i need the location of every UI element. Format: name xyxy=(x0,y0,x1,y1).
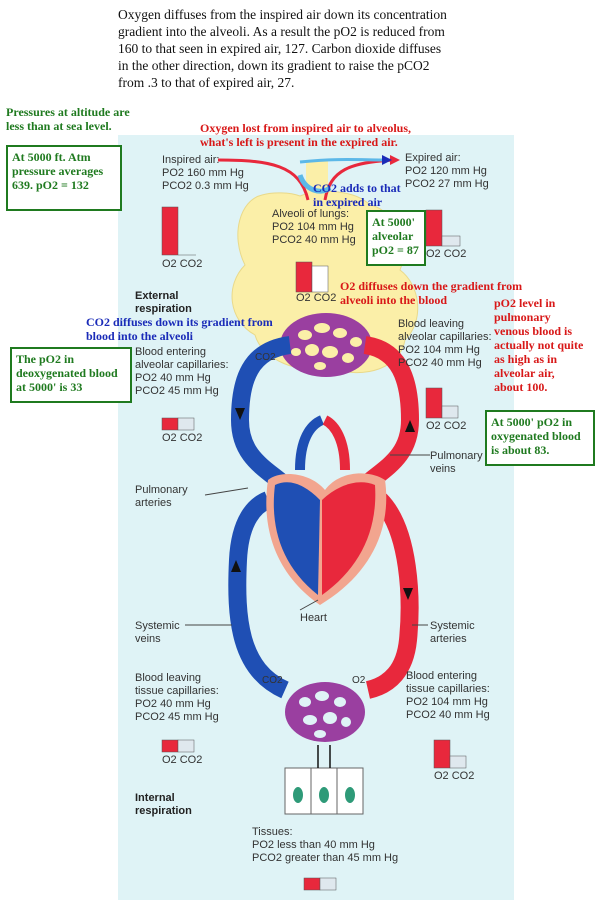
inspired-air-arrow xyxy=(217,158,310,201)
oxygen-lost-note: Oxygen lost from inspired air to alveolu… xyxy=(200,121,412,149)
systemic-veins-label: Systemic veins xyxy=(135,620,180,645)
vessel-co2-label: CO2 xyxy=(255,352,276,363)
bar-label: O2 CO2 xyxy=(434,770,475,782)
blue-arrowhead xyxy=(382,155,392,165)
flow-arrow xyxy=(405,420,415,432)
systemic-arteries-label: Systemic arteries xyxy=(430,620,475,645)
intro-line: gradient into the alveoli. As a result t… xyxy=(118,24,445,39)
alveoli-label: Alveoli of lungs: PO2 104 mm Hg PCO2 40 … xyxy=(272,208,356,246)
expired-air-label: Expired air: PO2 120 mm Hg PCO2 27 mm Hg xyxy=(405,152,489,190)
intro-line: in the other direction, down its gradien… xyxy=(118,58,430,73)
flow-arrow xyxy=(403,588,413,600)
systemic-vein-vessel xyxy=(228,491,290,699)
bars-expired xyxy=(425,209,461,247)
expired-arrowhead xyxy=(390,155,400,165)
deoxygenated-po2-box: The pO2 in deoxygenated blood at 5000' i… xyxy=(10,347,132,403)
bars-leaving-alveolar xyxy=(425,387,459,419)
intro-paragraph: Oxygen diffuses from the inspired air do… xyxy=(118,6,518,91)
bars-entering-alveolar xyxy=(161,417,195,431)
internal-respiration-label: Internal respiration xyxy=(135,792,192,817)
pulmonary-venous-note: pO2 level in pulmonary venous blood is a… xyxy=(494,296,584,394)
vessel-o2-label: O2 xyxy=(352,675,366,686)
co2-adds-note: CO2 adds to that in expired air xyxy=(313,181,401,209)
bar-label: O2 CO2 xyxy=(162,432,203,444)
bars-entering-tissue xyxy=(433,739,467,769)
blood-leaving-tissue-label: Blood leaving tissue capillaries: PO2 40… xyxy=(135,672,219,723)
o2-diffuses-note: O2 diffuses down the gradient from alveo… xyxy=(340,279,523,307)
pulmonary-artery-vessel xyxy=(230,336,297,497)
altitude-note: Pressures at altitude are less than at s… xyxy=(6,105,130,133)
inspired-air-label: Inspired air: PO2 160 mm Hg PCO2 0.3 mm … xyxy=(162,154,249,192)
flow-arrow xyxy=(235,408,245,420)
bar-label: O2 CO2 xyxy=(426,420,467,432)
bars-inspired xyxy=(161,206,196,256)
bar-label: O2 CO2 xyxy=(296,292,337,304)
pulmonary-vein-vessel xyxy=(353,336,420,497)
bar-label: O2 CO2 xyxy=(162,754,203,766)
intro-line: from .3 to that of expired air, 27. xyxy=(118,75,295,90)
external-respiration-label: External respiration xyxy=(135,290,192,315)
blood-entering-tissue-label: Blood entering tissue capillaries: PO2 1… xyxy=(406,670,490,721)
blood-leaving-alveolar-label: Blood leaving alveolar capillaries: PO2 … xyxy=(398,318,492,369)
pulmonary-veins-label: Pulmonary veins xyxy=(430,450,483,475)
pulmonary-arteries-label: Pulmonary arteries xyxy=(135,484,188,509)
bar-label: O2 CO2 xyxy=(162,258,203,270)
tissue-cells xyxy=(284,745,364,815)
bars-leaving-tissue xyxy=(161,739,195,753)
tissues-label: Tissues: PO2 less than 40 mm Hg PCO2 gre… xyxy=(252,826,399,864)
vessel-co2-label: CO2 xyxy=(262,675,283,686)
leader-line xyxy=(204,487,249,496)
co2-flow-arrow xyxy=(297,174,332,194)
flow-arrow xyxy=(231,560,241,572)
trachea xyxy=(306,160,328,210)
co2-diffuses-note: CO2 diffuses down its gradient from bloo… xyxy=(86,315,273,343)
atm-pressure-box: At 5000 ft. Atm pressure averages 639. p… xyxy=(6,145,122,211)
oxygenated-po2-box: At 5000' pO2 in oxygenated blood is abou… xyxy=(485,410,595,466)
bar-label: O2 CO2 xyxy=(426,248,467,260)
systemic-artery-vessel xyxy=(365,493,419,699)
heart-label: Heart xyxy=(300,612,327,624)
co2-flow-arrow-2 xyxy=(299,158,386,164)
blood-entering-alveolar-label: Blood entering alveolar capillaries: PO2… xyxy=(135,346,229,397)
pulmonary-capillary-bed xyxy=(280,313,372,377)
leader-line xyxy=(299,599,319,611)
heart-shape xyxy=(266,415,387,605)
bars-tissues xyxy=(303,877,337,891)
alveolar-po2-box: At 5000' alveolar pO2 = 87 xyxy=(366,210,426,266)
intro-line: 160 to that seen in expired air, 127. Ca… xyxy=(118,41,442,56)
intro-line: Oxygen diffuses from the inspired air do… xyxy=(118,7,447,22)
bars-alveoli xyxy=(295,261,329,293)
tissue-capillary-bed xyxy=(285,682,365,742)
